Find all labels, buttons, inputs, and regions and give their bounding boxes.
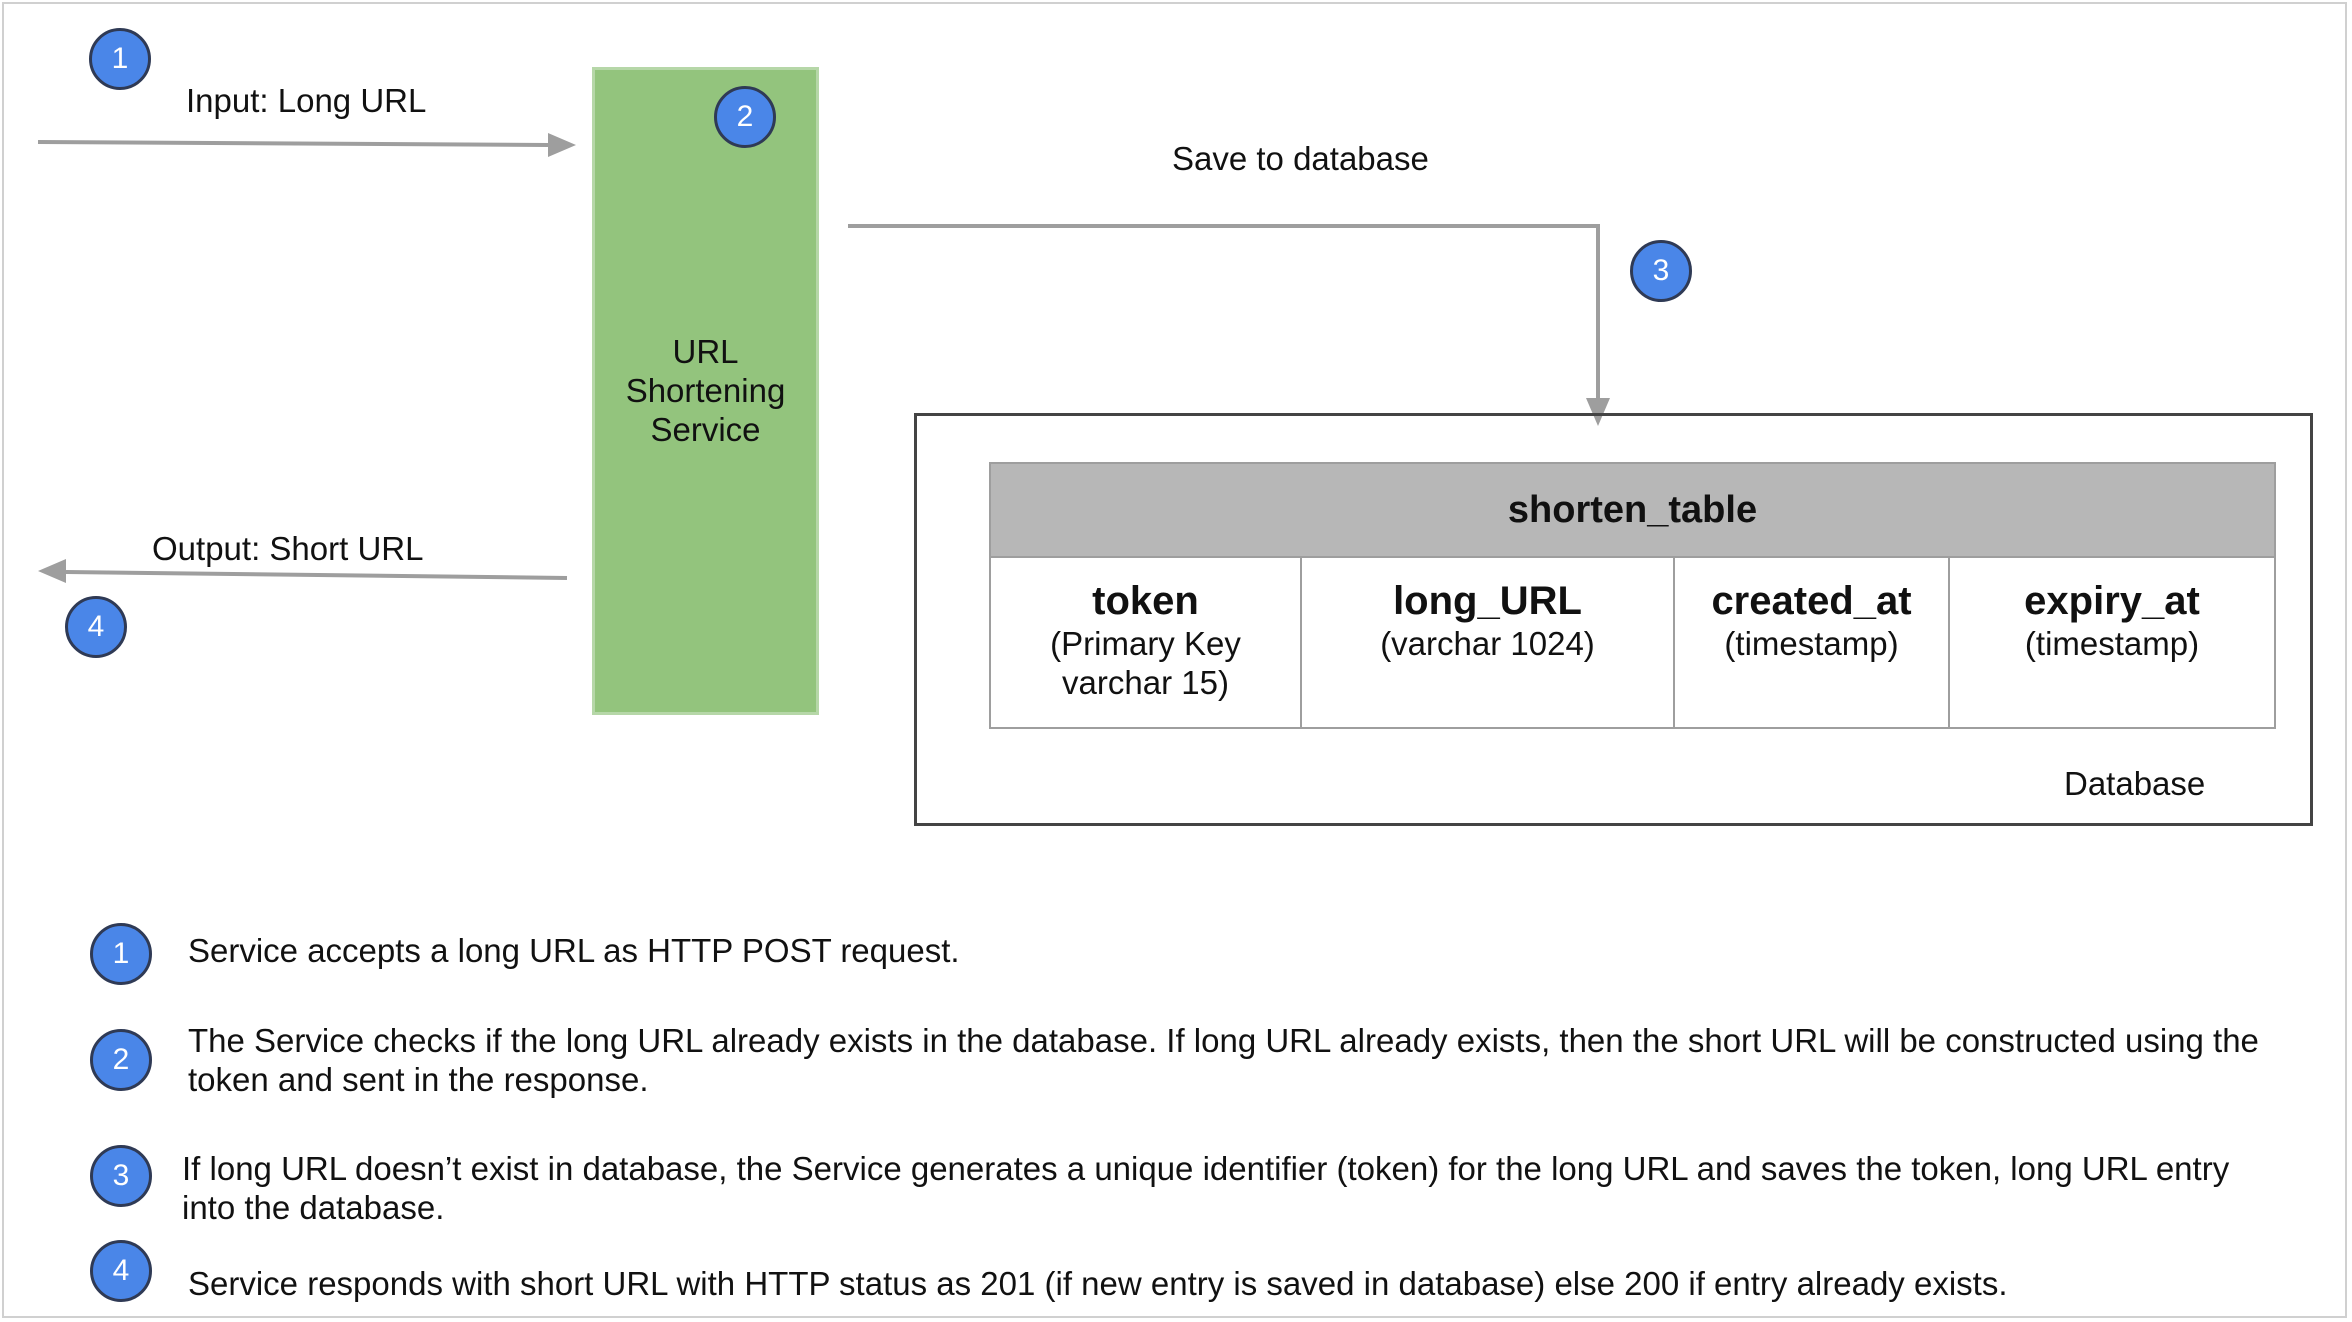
legend-step-4-line-1: Service responds with short URL with HTT… — [188, 1265, 2008, 1302]
service-name-line-2: Shortening — [625, 372, 786, 409]
legend-step-1-line-1: Service accepts a long URL as HTTP POST … — [188, 932, 960, 969]
column-name: expiry_at — [2024, 579, 2200, 623]
legend-step-3-line-2: into the database. — [182, 1189, 445, 1226]
legend-step-1-text: Service accepts a long URL as HTTP POST … — [188, 931, 960, 970]
column-name: created_at — [1711, 579, 1912, 623]
column-token: token (Primary Key varchar 15) — [991, 558, 1302, 727]
legend-step-4-text: Service responds with short URL with HTT… — [188, 1264, 2008, 1303]
service-name-line-1: URL — [672, 333, 739, 370]
column-type: (timestamp) — [1724, 625, 1899, 662]
column-type: (Primary Key — [1050, 625, 1241, 662]
column-type: (timestamp) — [2024, 625, 2200, 662]
legend-step-4-badge: 4 — [90, 1240, 152, 1302]
column-type-line-2: varchar 15) — [1062, 664, 1229, 701]
legend-step-2-line-1: The Service checks if the long URL alrea… — [188, 1022, 2259, 1059]
column-created-at: created_at (timestamp) — [1675, 558, 1950, 727]
output-arrow — [38, 559, 568, 583]
save-arrow — [848, 224, 1610, 426]
table-title: shorten_table — [991, 464, 2274, 558]
legend-step-3-line-1: If long URL doesn’t exist in database, t… — [182, 1150, 2230, 1187]
database-box — [914, 413, 2313, 826]
column-name: token — [1092, 579, 1199, 623]
legend-step-3-badge: 3 — [90, 1145, 152, 1207]
input-arrow — [37, 133, 576, 157]
step-4-badge: 4 — [65, 596, 127, 658]
legend-step-3-text: If long URL doesn’t exist in database, t… — [182, 1149, 2229, 1227]
shorten-table: shorten_table token (Primary Key varchar… — [989, 462, 2276, 729]
column-expiry-at: expiry_at (timestamp) — [1950, 558, 2274, 727]
step-1-badge: 1 — [89, 28, 151, 90]
save-label: Save to database — [1172, 140, 1429, 177]
output-label: Output: Short URL — [152, 530, 424, 567]
legend-step-2-badge: 2 — [90, 1029, 152, 1091]
legend-step-2-line-2: token and sent in the response. — [188, 1061, 649, 1098]
database-label: Database — [2064, 765, 2206, 802]
column-long-url: long_URL (varchar 1024) — [1302, 558, 1675, 727]
input-label: Input: Long URL — [186, 82, 427, 119]
service-name-line-3: Service — [650, 411, 761, 448]
step-2-badge: 2 — [714, 86, 776, 148]
legend-step-1-badge: 1 — [90, 923, 152, 985]
legend-step-2-text: The Service checks if the long URL alrea… — [188, 1021, 2259, 1099]
step-3-badge: 3 — [1630, 240, 1692, 302]
column-type: (varchar 1024) — [1380, 625, 1595, 662]
column-name: long_URL — [1393, 579, 1582, 623]
service-name: URL Shortening Service — [592, 332, 819, 449]
url-shortening-service-box — [592, 67, 819, 715]
